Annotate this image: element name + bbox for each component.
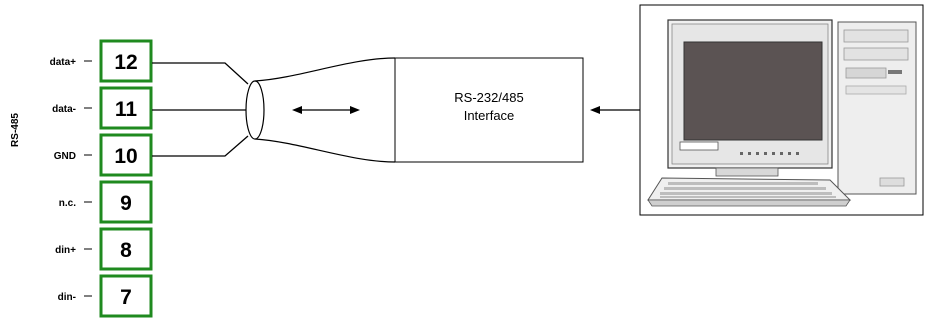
wire-data-plus	[152, 62, 249, 85]
terminal-label: din-	[58, 292, 76, 303]
cable-sheath	[245, 57, 396, 163]
terminal-number: 9	[120, 192, 132, 215]
terminal-label: data+	[50, 57, 77, 68]
wire-gnd	[152, 135, 249, 157]
terminal-label: data-	[52, 104, 76, 115]
terminal-box	[99, 227, 153, 271]
terminal-label: GND	[54, 151, 76, 162]
cable-arrow-icon	[292, 106, 360, 114]
terminal-box	[99, 274, 153, 318]
terminal-label: din+	[55, 245, 76, 256]
pc-screen	[683, 41, 823, 141]
interface-label-line2: Interface	[464, 108, 515, 123]
terminal-number: 7	[120, 286, 132, 309]
terminal-number: 10	[114, 145, 137, 168]
computer-icon	[639, 4, 924, 216]
terminal-box	[99, 86, 153, 130]
terminal-number: 11	[115, 98, 138, 121]
terminal-box	[99, 180, 153, 224]
cable-wires	[152, 62, 250, 157]
terminal-number: 12	[114, 51, 137, 74]
terminal-number: 8	[120, 239, 132, 262]
interface-box	[394, 57, 584, 163]
bus-label: RS-485	[10, 113, 21, 147]
interface-label-line1: RS-232/485	[454, 90, 523, 105]
terminal-box	[99, 133, 153, 177]
terminal-label: n.c.	[59, 198, 76, 209]
terminal-box	[99, 39, 153, 83]
